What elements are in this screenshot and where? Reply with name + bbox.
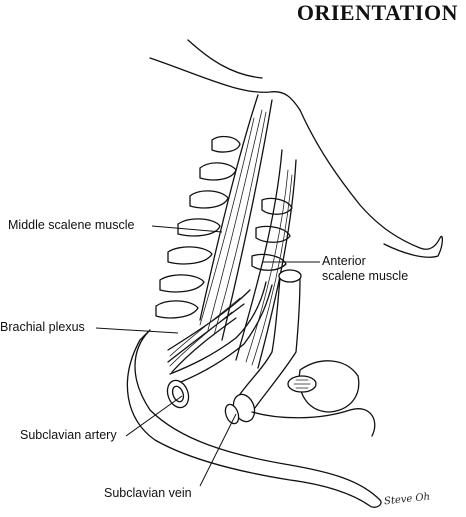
first-rib-and-clavicle [126,329,382,508]
label-subclavian-artery: Subclavian artery [20,428,117,442]
label-middle-scalene: Middle scalene muscle [8,218,135,232]
brachial-plexus-leader [95,327,179,334]
subclavian-vein-drawing [224,269,302,425]
mandible-edge [187,39,263,79]
orientation-heading: ORIENTATION [296,0,458,25]
cervical-vertebrae [155,135,293,319]
label-anterior-scalene-2: scalene muscle [322,269,409,283]
label-anterior-scalene-1: Anterior [322,254,366,268]
anterior-scalene-muscle [235,149,297,369]
subclavian-vein-leader [199,413,237,487]
middle-scalene-leader [151,225,223,233]
jaw-outline [149,57,301,111]
subclavian-artery-drawing [166,281,273,409]
label-brachial-plexus: Brachial plexus [0,320,85,334]
brachial-plexus [167,289,251,373]
subclavian-artery-leader [125,395,183,437]
neck-skin-outline [299,109,444,258]
label-subclavian-vein: Subclavian vein [104,486,192,500]
middle-scalene-muscle [199,94,273,341]
